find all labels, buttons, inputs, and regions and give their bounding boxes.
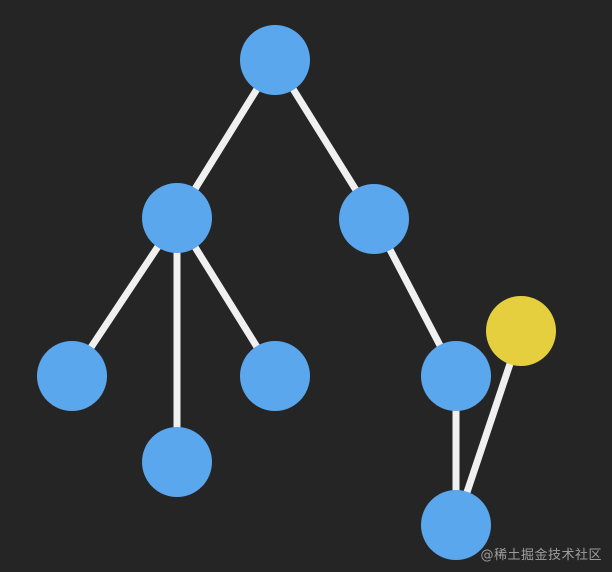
node-right-grandchild	[421, 341, 491, 411]
node-left-leaf-1	[37, 341, 107, 411]
edges-layer	[68, 56, 525, 529]
node-highlighted-node	[486, 296, 556, 366]
node-left-leaf-3	[240, 341, 310, 411]
node-right-child	[339, 184, 409, 254]
node-left-leaf-2	[142, 427, 212, 497]
watermark-text: @稀土掘金技术社区	[480, 548, 602, 563]
nodes-layer	[37, 25, 556, 560]
node-bottom-node	[421, 490, 491, 560]
node-root	[240, 25, 310, 95]
node-left-child	[142, 183, 212, 253]
